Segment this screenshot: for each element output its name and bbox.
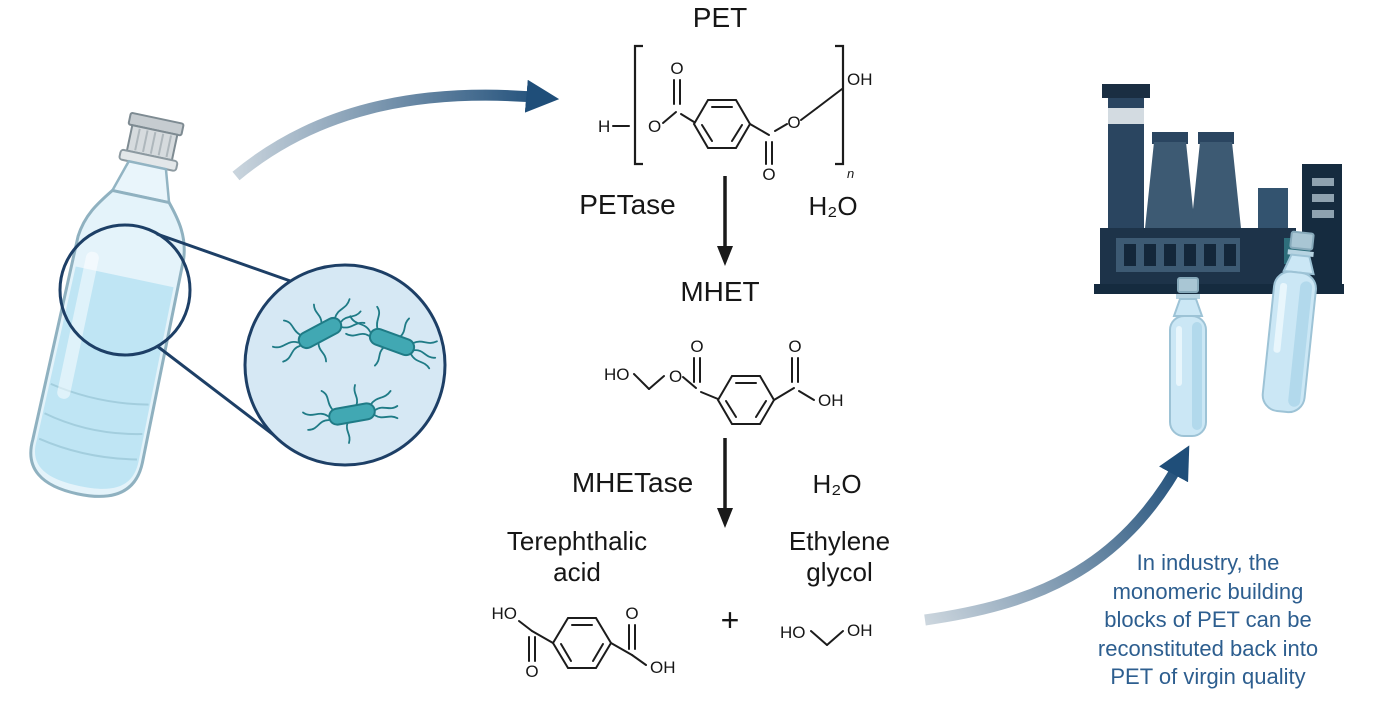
- pet-end-oh: OH: [847, 70, 873, 89]
- factory-windows: [1124, 244, 1236, 266]
- tpa-o-lower-left: O: [525, 662, 538, 681]
- zoom-line-top: [156, 232, 297, 285]
- eg-bonds: [810, 630, 844, 646]
- pet-bonds: [612, 79, 843, 165]
- terephthalic-acid-name: Terephthalic acid: [492, 526, 662, 588]
- mhet-carbonyl-o-right: O: [788, 337, 801, 356]
- mhetase-label: MHETase: [571, 467, 694, 498]
- industry-note-line1: In industry, the: [1136, 550, 1280, 575]
- tpa-ho: HO: [492, 604, 518, 623]
- factory-window-strip: [1116, 238, 1240, 272]
- pet-structure: H O O O O OH n: [598, 44, 873, 184]
- factory-chimney-cap: [1102, 84, 1150, 98]
- factory-base: [1094, 284, 1344, 294]
- cooling-tower-1: [1144, 142, 1196, 238]
- tpa-o-upper-right: O: [625, 604, 638, 623]
- bottle-to-pet-arrow-icon: [232, 79, 560, 181]
- industry-note-line2: monomeric building: [1112, 578, 1304, 604]
- ethylene-glycol-structure: HO OH: [780, 621, 873, 646]
- industry-note-line4: reconstituted back into: [1097, 635, 1319, 661]
- industry-note: In industry, the monomeric building bloc…: [1058, 549, 1358, 692]
- eg-ho: HO: [780, 623, 806, 642]
- pet-carbonyl-o-left: O: [670, 59, 683, 78]
- tower-cap-1: [1152, 132, 1188, 144]
- recycled-bottle-large: [1261, 230, 1317, 414]
- recycled-bottle-small: [1169, 277, 1207, 437]
- tpa-bonds: [518, 617, 647, 669]
- pet-right-bracket: [835, 44, 845, 166]
- tower-cap-2: [1198, 132, 1234, 144]
- zoom-source-circle: [58, 223, 192, 357]
- pet-repeat-n: n: [847, 166, 854, 181]
- ethylene-glycol-name: Ethylene glycol: [762, 526, 917, 588]
- industry-note-line5: PET of virgin quality: [1110, 664, 1306, 690]
- zoom-target-circle: [243, 263, 447, 467]
- mhet-bonds: [633, 357, 815, 425]
- monomers-to-factory-arrow-icon: [924, 445, 1190, 626]
- reaction-arrow-2-icon: [717, 438, 733, 528]
- terephthalic-acid-structure: HO O O OH: [492, 604, 676, 681]
- mhet-oh: OH: [818, 391, 844, 410]
- petase-label: PETase: [579, 189, 676, 220]
- pet-title: PET: [692, 2, 748, 33]
- bottle-highlight: [57, 251, 99, 399]
- pet-ester-o-right: O: [787, 113, 800, 132]
- factory-illustration: [1094, 84, 1344, 437]
- mhet-ester-o: O: [669, 367, 682, 386]
- factory-chimney-band: [1108, 108, 1144, 124]
- ethylene-glycol-name-line2: glycol: [806, 557, 873, 588]
- terephthalic-acid-name-line2: acid: [553, 557, 601, 588]
- pet-carbonyl-o-right: O: [762, 165, 775, 184]
- tpa-oh: OH: [650, 658, 676, 677]
- water-label-2: H₂O: [812, 469, 862, 499]
- tall-building-windows: [1312, 178, 1334, 218]
- mhet-carbonyl-o-left: O: [690, 337, 703, 356]
- terephthalic-acid-name-line1: Terephthalic: [506, 526, 648, 556]
- mhet-ho: HO: [604, 365, 630, 384]
- eg-oh: OH: [847, 621, 873, 640]
- mhet-structure: HO O O O OH: [604, 337, 844, 425]
- reaction-arrow-1-icon: [717, 176, 733, 266]
- water-label-1: H₂O: [808, 191, 858, 221]
- mhet-title: MHET: [680, 276, 760, 307]
- plus-sign: +: [720, 602, 740, 638]
- cooling-tower-2: [1190, 142, 1242, 238]
- cap-ridges: [134, 128, 173, 158]
- pet-end-h: H: [598, 117, 610, 136]
- ethylene-glycol-name-line1: Ethylene: [788, 526, 891, 556]
- pet-left-bracket: [633, 44, 643, 166]
- pet-ester-o-left: O: [648, 117, 661, 136]
- magnification-view: [58, 223, 447, 467]
- industry-note-line3: blocks of PET can be: [1104, 607, 1312, 633]
